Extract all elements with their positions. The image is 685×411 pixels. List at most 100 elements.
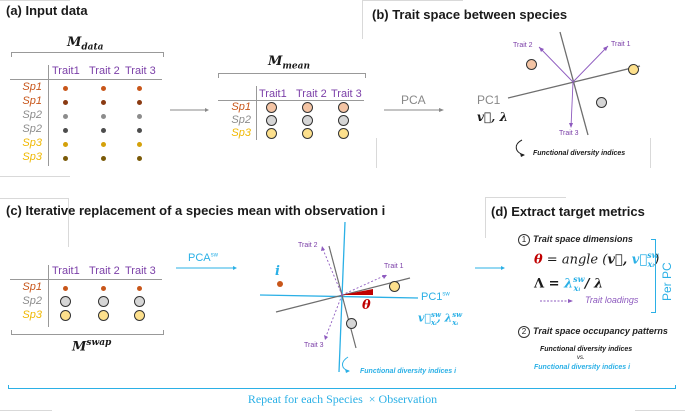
matrix-swap-symbol: M xyxy=(72,339,87,355)
matrix-mean-hline xyxy=(218,100,364,101)
eq1-vsw: v⃗ xyxy=(631,252,648,268)
species-sp3-point-b xyxy=(628,64,639,75)
pc2-axis-b xyxy=(559,31,589,136)
vector-sw-symbol: v⃗ xyxy=(418,311,431,325)
panel-c-title: (c) Iterative replacement of a species m… xyxy=(6,203,386,218)
pca-sw-superscript: sw xyxy=(210,252,218,259)
species-mean-circle xyxy=(302,102,313,113)
matrix-mean-symbol: M xyxy=(268,54,283,69)
matrix-data-symbol: M xyxy=(67,35,82,50)
loadings-legend-arrowhead xyxy=(568,299,573,303)
panel-a-frame xyxy=(0,0,70,1)
observation-dot xyxy=(137,100,142,105)
observation-i-point xyxy=(277,281,283,287)
matrix-swap-label: Mswap xyxy=(72,338,111,354)
species-mean-circle xyxy=(338,128,349,139)
observation-dot xyxy=(101,100,106,105)
panel-a-title: (a) Input data xyxy=(6,3,88,18)
matrix-data-subscript: data xyxy=(81,42,104,53)
step2-label: Trait space occupancy patterns xyxy=(533,326,668,336)
eq2-sub: xᵢ xyxy=(573,282,581,293)
matrix-data-bracket xyxy=(11,52,164,57)
species-label: Sp1 xyxy=(22,281,42,293)
trait3-label-b: Trait 3 xyxy=(559,130,579,137)
eq1-angle: = angle ( xyxy=(542,252,608,268)
panel-d-frame xyxy=(485,197,566,238)
panel-b-bottom-frame xyxy=(376,138,377,168)
fd-label-b: Functional diversity indices xyxy=(533,150,626,157)
pca-label: PCA xyxy=(401,93,426,107)
matrix-data-label: Mdata xyxy=(67,35,104,53)
species-mean-circle xyxy=(338,102,349,113)
equation-lambda: Λ = λswxᵢ / λ xyxy=(534,274,603,293)
lambda-sw-symbol: λ xyxy=(444,311,453,325)
step1-label: Trait space dimensions xyxy=(533,234,633,244)
eq2-lhs: Λ = xyxy=(534,276,565,292)
theta-label-c: θ xyxy=(362,298,371,313)
eq1-sup: sw xyxy=(647,250,659,260)
trait3-arrowhead-b xyxy=(569,123,573,128)
trait1-arrow-c xyxy=(341,274,387,296)
observation-dot xyxy=(137,86,142,91)
panel-c-frame xyxy=(0,198,69,247)
matrix-data-header-trait2: Trait 2 xyxy=(89,65,120,77)
trait1-label-b: Trait 1 xyxy=(611,41,631,48)
eq1-comma: , xyxy=(622,252,632,268)
trait2-arrowhead-c xyxy=(321,246,325,251)
lambda-sw-subscript: xᵢ xyxy=(452,317,459,327)
matrix-mean-header-trait3: Trait 3 xyxy=(331,88,362,100)
observation-dot xyxy=(137,156,142,161)
species-mean-circle xyxy=(302,128,313,139)
species-sp2-point-b xyxy=(596,97,607,108)
matrix-mean-label: Mmean xyxy=(268,54,310,72)
species-mean-circle xyxy=(302,115,313,126)
observation-dot xyxy=(137,114,142,119)
vector-sw-superscript: sw xyxy=(431,310,441,319)
matrix-swap-superscript: swap xyxy=(86,338,112,348)
trait3-label-c: Trait 3 xyxy=(304,342,324,349)
species-mean-circle xyxy=(134,310,145,321)
pc1-sw-label: PC1sw xyxy=(421,291,450,303)
species-mean-circle xyxy=(98,296,109,307)
per-pc-bracket xyxy=(651,239,656,313)
species-label: Sp2 xyxy=(22,123,42,135)
eq1-sub: xᵢ xyxy=(647,258,655,269)
pc1-label-b: PC1 xyxy=(477,93,501,107)
fd-curve-arrowhead-c xyxy=(345,369,350,373)
observation-dot xyxy=(63,86,68,91)
matrix-mean-header-trait1: Trait1 xyxy=(259,88,287,100)
fd-compare-2: Functional diversity indices i xyxy=(534,364,631,371)
species-mean-circle xyxy=(98,310,109,321)
trait2-label-b: Trait 2 xyxy=(513,42,533,49)
pc1-sw-superscript: sw xyxy=(442,291,450,298)
species-label: Sp3 xyxy=(231,127,251,139)
species-mean-circle xyxy=(266,102,277,113)
loadings-label: Trait loadings xyxy=(585,295,639,305)
species-label: Sp2 xyxy=(22,109,42,121)
matrix-mean-vline xyxy=(256,86,257,140)
matrix-swap-bracket xyxy=(11,330,164,335)
observation-dot xyxy=(63,114,68,119)
matrix-data-header-trait3: Trait 3 xyxy=(125,65,156,77)
panel-b-frame xyxy=(362,0,463,39)
trait3-arrowhead-c xyxy=(324,335,328,340)
matrix-swap-hline xyxy=(10,279,162,280)
trait1-label-c: Trait 1 xyxy=(384,263,404,270)
pc2-axis-c xyxy=(328,245,357,349)
species-sp1-point-b xyxy=(526,59,537,70)
theta-wedge xyxy=(342,289,373,295)
eq1-end: ) xyxy=(654,252,660,268)
observation-dot xyxy=(101,142,106,147)
fd-label-c: Functional diversity indices i xyxy=(360,368,457,375)
arrow-pca-head xyxy=(439,108,444,112)
observation-i-label: i xyxy=(275,264,280,279)
trait3-arrow-b xyxy=(570,81,574,128)
matrix-swap-vline xyxy=(48,265,49,327)
observation-dot xyxy=(101,114,106,119)
eq2-end: / λ xyxy=(580,276,604,292)
matrix-swap-header-trait2: Trait 2 xyxy=(89,265,120,277)
arrow-pca-sw-head xyxy=(233,266,237,270)
matrix-data-vline xyxy=(48,65,49,166)
